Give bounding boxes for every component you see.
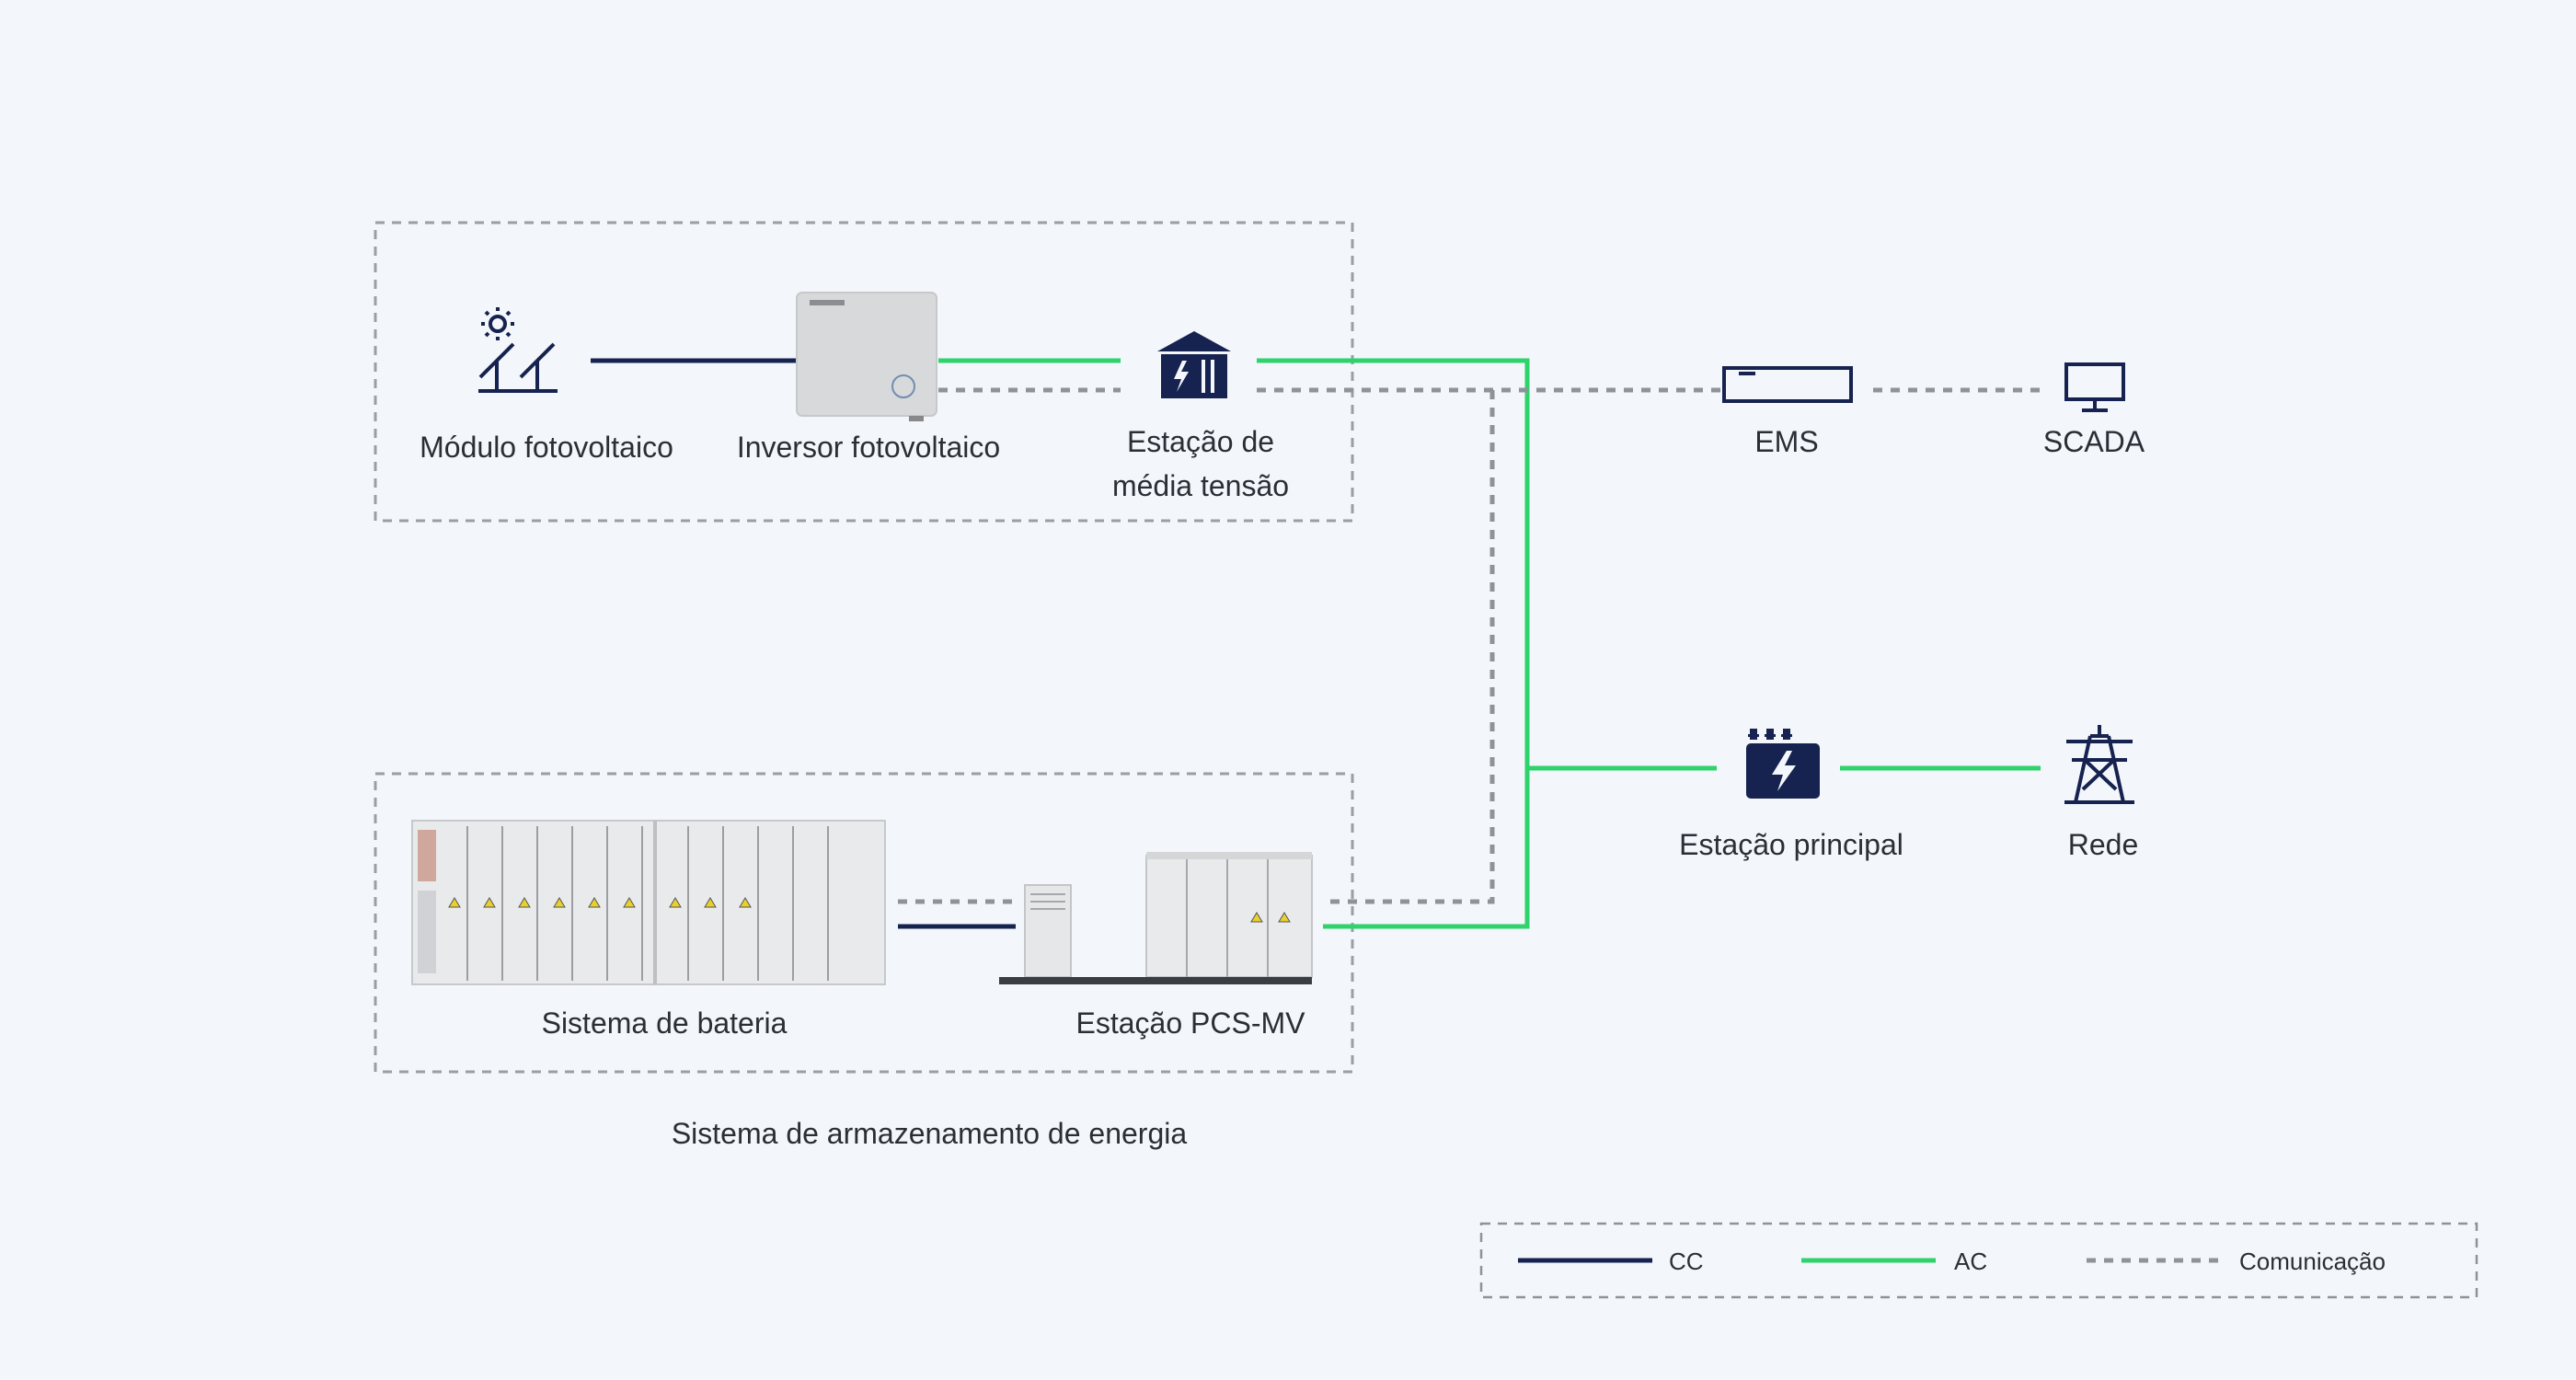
comm-line-bus-pcs	[1323, 390, 1495, 904]
grid-label: Rede	[2067, 828, 2139, 861]
transmission-tower-icon	[2064, 725, 2134, 804]
storage-group-caption: Sistema de armazenamento de energia	[671, 1117, 1188, 1150]
legend-label-ac: AC	[1954, 1248, 1988, 1275]
monitor-icon	[2064, 362, 2125, 412]
substation-icon	[1157, 331, 1231, 398]
battery-system-label: Sistema de bateria	[541, 1006, 788, 1040]
legend-label-dc: CC	[1669, 1248, 1704, 1275]
transformer-icon	[1746, 729, 1820, 799]
ac-line-mv-bus	[1257, 358, 1530, 929]
pv-inverter-label: Inversor fotovoltaico	[736, 431, 1001, 464]
pcs-mv-label: Estação PCS-MV	[1075, 1006, 1305, 1040]
scada-label: SCADA	[2042, 425, 2145, 458]
ems-label: EMS	[1754, 425, 1819, 458]
battery-container-image	[411, 820, 886, 985]
mv-station-label-line2: média tensão	[1111, 469, 1290, 502]
main-station-label: Estação principal	[1679, 828, 1903, 861]
pv-module-label: Módulo fotovoltaico	[420, 431, 673, 464]
pv-group-box	[374, 221, 1354, 523]
inverter-image	[796, 292, 937, 421]
legend-box	[1479, 1222, 2478, 1299]
solar-panel-icon	[478, 307, 558, 393]
ems-unit-icon	[1722, 366, 1853, 403]
storage-group-box	[374, 772, 1354, 1074]
pcs-station-image	[999, 852, 1313, 984]
mv-station-label-line1: Estação de	[1126, 425, 1275, 458]
legend-label-communication: Comunicação	[2239, 1248, 2386, 1275]
